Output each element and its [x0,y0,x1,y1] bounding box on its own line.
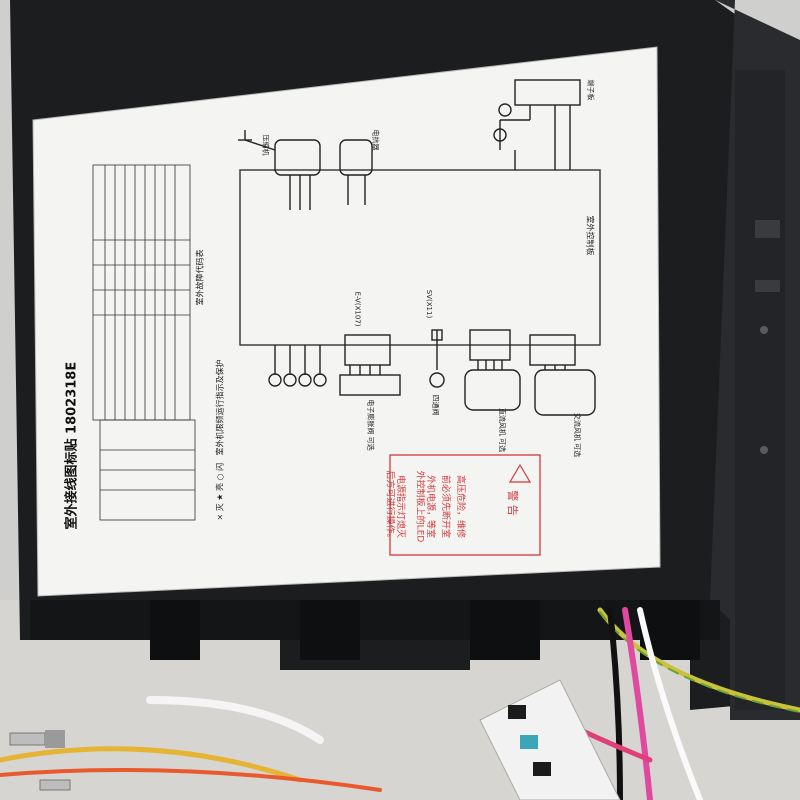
warning-box [389,454,541,556]
terminal-strip [479,679,621,800]
wiring-label-sticker [32,46,661,597]
wiring-diagram [238,79,601,416]
fault-code-table [92,164,196,521]
cables [0,607,800,800]
plug-connectors [9,730,71,791]
